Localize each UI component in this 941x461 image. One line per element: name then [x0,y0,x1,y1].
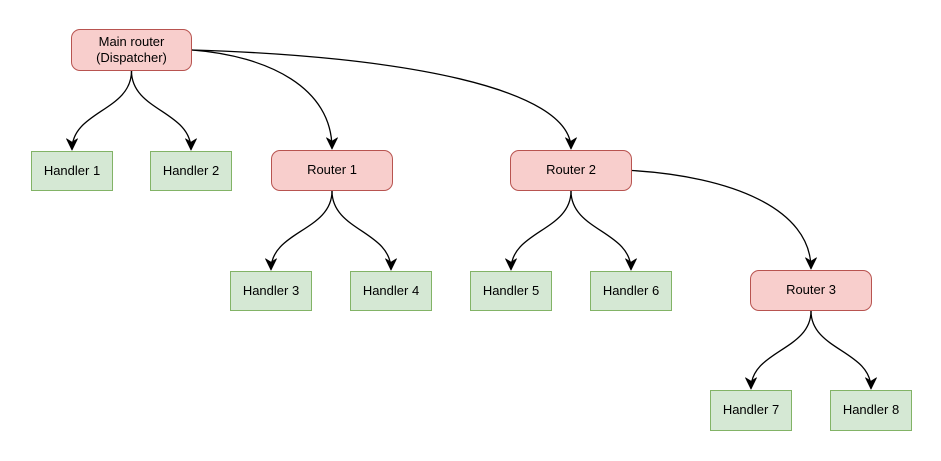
edge-router-2-to-handler-6 [570,190,631,270]
node-handler-5: Handler 5 [470,271,552,311]
node-label-handler-8: Handler 8 [842,402,900,418]
edge-main-router-to-router-2 [191,49,571,149]
node-handler-7: Handler 7 [710,390,792,431]
edge-router-3-to-handler-7 [751,310,812,389]
edge-main-router-to-handler-2 [130,70,192,150]
node-label-handler-6: Handler 6 [602,282,660,298]
node-handler-1: Handler 1 [31,151,113,191]
node-label-main-router: Main router (Dispatcher) [96,33,167,65]
node-router-3: Router 3 [750,270,872,311]
edge-router-2-to-handler-5 [511,190,572,270]
node-router-1: Router 1 [271,150,393,191]
node-label-handler-4: Handler 4 [362,282,420,298]
node-main-router: Main router (Dispatcher) [71,29,192,71]
node-label-handler-1: Handler 1 [43,162,101,178]
edge-main-router-to-handler-1 [72,70,133,150]
node-label-handler-5: Handler 5 [482,282,540,298]
node-label-handler-7: Handler 7 [722,402,780,418]
edge-router-1-to-handler-4 [331,190,391,270]
edge-router-3-to-handler-8 [810,310,871,389]
node-label-router-3: Router 3 [786,282,836,298]
edge-router-1-to-handler-3 [271,190,333,270]
node-handler-8: Handler 8 [830,390,912,431]
node-label-handler-2: Handler 2 [162,162,220,178]
edge-router-2-to-router-3 [631,169,811,269]
node-handler-2: Handler 2 [150,151,232,191]
edge-main-router-to-router-1 [191,49,332,149]
node-label-router-2: Router 2 [546,162,596,178]
node-handler-6: Handler 6 [590,271,672,311]
node-label-handler-3: Handler 3 [242,282,300,298]
node-handler-4: Handler 4 [350,271,432,311]
node-handler-3: Handler 3 [230,271,312,311]
node-label-router-1: Router 1 [307,162,357,178]
node-router-2: Router 2 [510,150,632,191]
